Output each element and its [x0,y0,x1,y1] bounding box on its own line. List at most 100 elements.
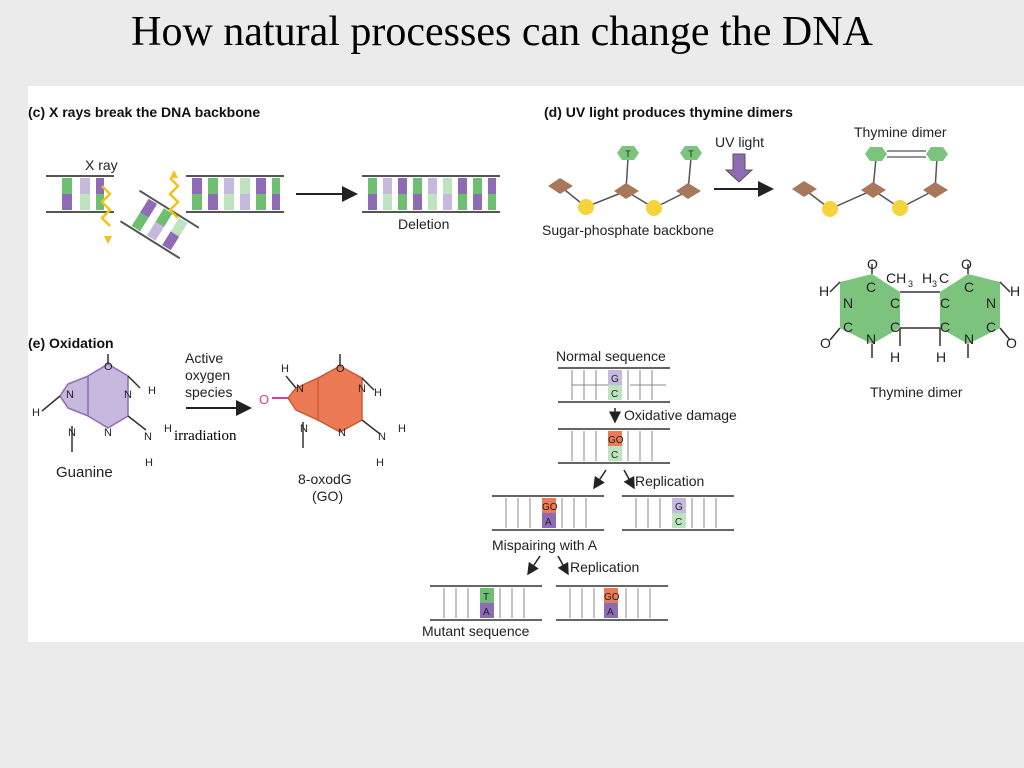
panel-d: (d) UV light produces thymine dimers T T… [542,104,1020,400]
oxidative-damage-label: Oxidative damage [624,407,737,423]
methyl-right-c: C [939,270,949,286]
atom-o: O [867,256,878,272]
guanine-label: Guanine [56,464,113,481]
atom-n: N [124,389,132,401]
atom-o: O [1006,335,1017,351]
panel-d-heading: (d) UV light produces thymine dimers [544,104,793,120]
thymine-base-1: T [625,149,631,159]
subscript-3: 3 [908,279,913,289]
atom-c: C [940,295,950,311]
methyl-left: CH [886,270,906,286]
atom-h: H [936,349,946,365]
replication-label-2: Replication [570,559,639,575]
atom-h: H [374,387,382,399]
normal-sequence-label: Normal sequence [556,348,666,364]
irradiation-annotation: irradiation [174,428,237,444]
panel-c-heading: (c) X rays break the DNA backbone [28,104,260,120]
atom-o: O [961,256,972,272]
base-a: A [483,607,490,618]
subscript-3: 3 [932,279,937,289]
duplex-mispaired: GO A [492,495,604,531]
duplex-normal: G C [558,367,670,403]
base-a: A [545,517,552,528]
atom-c: C [986,319,996,335]
atom-n: N [964,331,974,347]
thymine-base-2: T [688,149,694,159]
base-c: C [611,450,618,461]
base-g: G [611,374,619,385]
atom-o: O [104,361,113,373]
dna-damage-figure: (c) X rays break the DNA backbone X ray [28,86,1024,642]
panel-e: (e) Oxidation O N N H H N N N H H Guanin… [28,335,406,504]
base-g: G [675,502,683,513]
atom-h: H [281,363,289,375]
atom-o: O [820,335,831,351]
arrow-split-left [593,469,607,490]
backbone-after [792,147,948,217]
atom-n: N [296,383,304,395]
base-a: A [607,607,614,618]
panel-c: (c) X rays break the DNA backbone X ray [28,104,500,260]
oxodg-label-line2: (GO) [312,488,343,504]
atom-h: H [145,457,153,469]
base-c: C [611,389,618,400]
guanine-structure: O N N H H N N N H H [32,354,172,469]
atom-c: C [964,279,974,295]
oxodg-structure: O O H H N N N N N H H [259,354,406,469]
atom-o-oxidized: O [259,392,269,407]
atom-n: N [144,431,152,443]
atom-n: N [300,423,308,435]
dna-fragment-left [46,175,114,213]
atom-n: N [866,331,876,347]
methyl-right-h: H [922,270,932,286]
deletion-label: Deletion [398,216,449,232]
base-go: GO [608,435,624,446]
atom-n: N [104,427,112,439]
xray-wave-left [100,185,112,227]
oxodg-label-line1: 8-oxodG [298,471,352,487]
panel-e-heading: (e) Oxidation [28,335,114,351]
thymine-dimer-structure: O O CH 3 H 3 C H H C C N N C C C C C C O… [819,256,1020,365]
atom-n: N [68,427,76,439]
base-go: GO [542,502,558,513]
atom-c: C [890,319,900,335]
dna-deletion-result [362,175,500,213]
atom-c: C [866,279,876,295]
uv-arrow-icon [724,153,754,183]
uv-light-label: UV light [715,134,764,150]
atom-c: C [843,319,853,335]
atom-n: N [338,427,346,439]
atom-h: H [148,385,156,397]
dna-fragment-broken [119,189,200,260]
duplex-correct: G C [622,495,734,531]
atom-h: H [164,423,172,435]
atom-h: H [819,283,829,299]
duplex-go-a: GO A [556,585,668,621]
slide-title: How natural processes can change the DNA [131,9,873,55]
figure-canvas: (c) X rays break the DNA backbone X ray [28,104,1020,639]
atom-n: N [378,431,386,443]
atom-h: H [32,407,40,419]
atom-n: N [986,295,996,311]
base-go: GO [604,592,620,603]
atom-o: O [336,363,345,375]
arrow-split-right-2 [557,555,569,576]
arrow-split-right [623,469,635,490]
backbone-before: T T [548,146,702,216]
reagent-line-2: oxygen [185,367,230,383]
atom-c: C [940,319,950,335]
duplex-damaged: GO C [558,428,670,464]
atom-h: H [376,457,384,469]
replication-label-1: Replication [635,473,704,489]
atom-h: H [398,423,406,435]
xray-label: X ray [85,157,118,173]
reagent-line-3: species [185,384,232,400]
thymine-dimer-label: Thymine dimer [854,124,947,140]
mutant-sequence-label: Mutant sequence [422,623,530,639]
xray-wave-right [168,177,180,219]
mispairing-label: Mispairing with A [492,537,598,553]
atom-n: N [66,389,74,401]
reagent-line-1: Active [185,350,223,366]
replication-flow: Normal sequence G C Oxidative damage GO … [422,348,737,639]
dna-fragment-right [186,175,284,213]
